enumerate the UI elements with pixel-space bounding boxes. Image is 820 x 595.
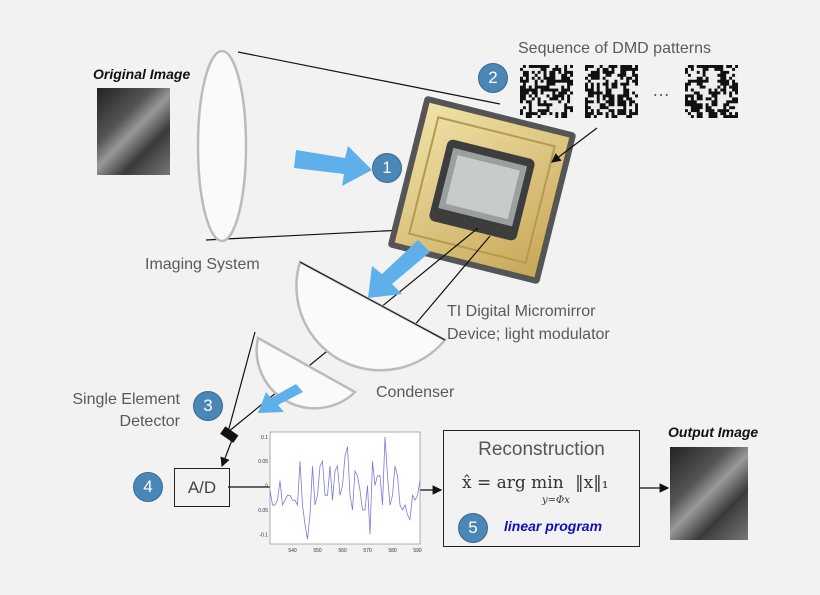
- y-tick-label: 0.1: [261, 435, 268, 441]
- y-tick-label: -0.1: [259, 532, 268, 538]
- condenser-label: Condenser: [376, 384, 455, 401]
- reconstruction-title: Reconstruction: [478, 439, 605, 460]
- original-image-label: Original Image: [93, 66, 191, 82]
- light-arrow-2: [368, 240, 430, 298]
- dmd-sequence-label: Sequence of DMD patterns: [518, 40, 711, 57]
- step-3-badge: 3: [193, 391, 223, 421]
- dmd-pattern-2: [585, 65, 638, 118]
- signal-line: [269, 436, 421, 540]
- x-tick-label: 540: [288, 548, 297, 554]
- formula-lhs: x̂ = arg min: [462, 473, 564, 493]
- cone-top-ray: [237, 51, 501, 105]
- x-tick-label: 550: [313, 548, 322, 554]
- light-arrow-3: [258, 384, 303, 413]
- linear-program-label: linear program: [504, 518, 603, 534]
- step-2-badge: 2: [478, 63, 508, 93]
- formula-subscript: y=Φx: [542, 495, 570, 506]
- pattern-arrow: [551, 127, 598, 163]
- step-5-badge: 5: [458, 513, 488, 543]
- signal-plot: 0.1 0.05 0 -0.05 -0.1 540 550 560 570 580 590: [258, 431, 422, 554]
- condenser-lens-1: [295, 260, 447, 372]
- ad-converter-box: A/D: [174, 468, 230, 507]
- y-tick-label: 0.05: [258, 459, 268, 465]
- reconstruction-box: Reconstruction x̂ = arg min ‖x‖₁ y=Φx 5 …: [443, 430, 640, 547]
- condenser-lens-2: [255, 336, 358, 410]
- dmd-chip: [388, 96, 576, 284]
- imaging-system-label: Imaging System: [145, 256, 260, 273]
- y-tick-label: 0: [265, 484, 268, 490]
- plot-area: [269, 431, 421, 545]
- detector-label-line2: Detector: [119, 413, 180, 430]
- light-arrow-1: [294, 146, 372, 186]
- dmd-label-line1: TI Digital Micromirror: [447, 303, 596, 320]
- detector-icon: [220, 426, 239, 443]
- detector-to-ad-arrow: [220, 439, 233, 468]
- imaging-lens: [196, 49, 248, 243]
- x-tick-label: 570: [363, 548, 372, 554]
- step-4-badge: 4: [133, 472, 163, 502]
- formula: x̂ = arg min ‖x‖₁: [462, 473, 609, 493]
- ellipsis: …: [652, 80, 670, 100]
- dmd-label-line2: Device; light modulator: [447, 326, 610, 343]
- output-image-label: Output Image: [668, 424, 759, 440]
- formula-rhs: ‖x‖₁: [575, 473, 609, 493]
- y-tick-label: -0.05: [258, 508, 268, 514]
- detector-label-line1: Single Element: [72, 391, 180, 408]
- x-tick-label: 560: [338, 548, 347, 554]
- original-image: [97, 88, 170, 175]
- step-1-badge: 1: [372, 153, 402, 183]
- x-tick-label: 590: [413, 548, 422, 554]
- x-tick-label: 580: [388, 548, 397, 554]
- dmd-pattern-1: [520, 65, 573, 118]
- dmd-pattern-3: [685, 65, 738, 118]
- ray-3: [227, 331, 256, 433]
- output-image: [670, 447, 748, 540]
- ray-2: [401, 235, 491, 341]
